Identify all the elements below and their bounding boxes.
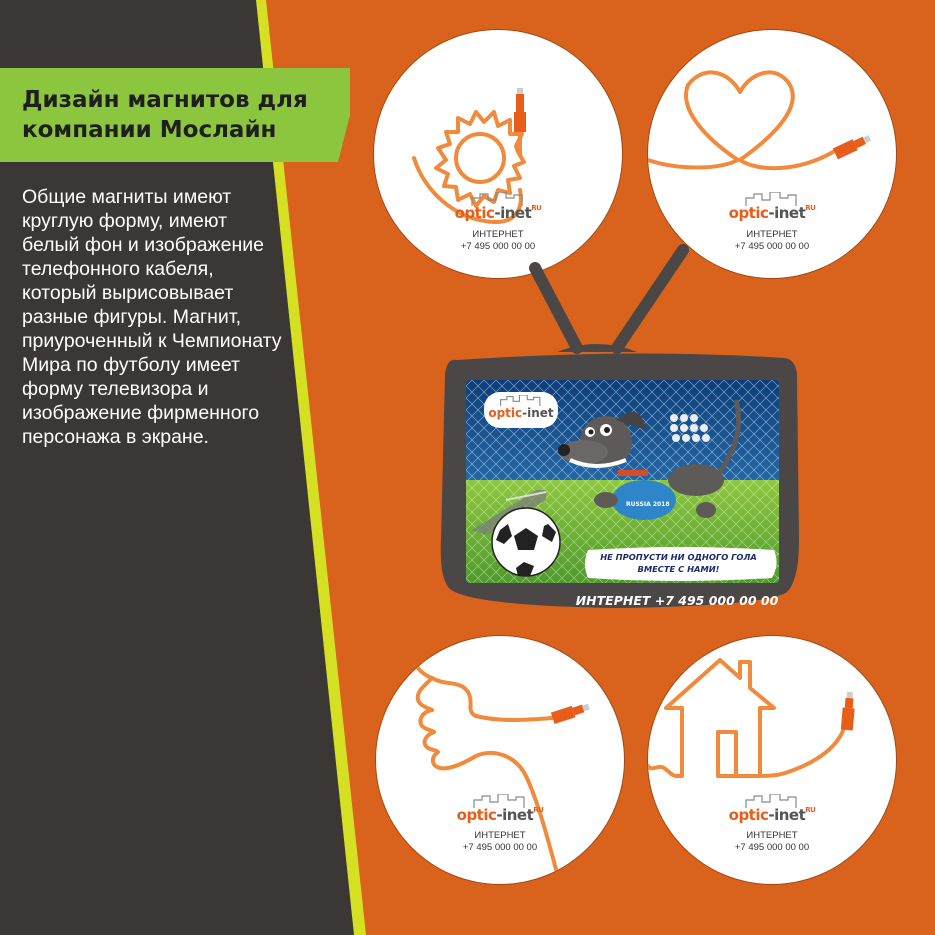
brand-name: optic-inetRU (456, 806, 544, 824)
brand-logo: optic-inetRU (376, 794, 624, 825)
description-line: который вырисовывает (22, 282, 234, 304)
shirt-text: RUSSIA 2018 (626, 501, 670, 508)
bubble-line-2: ВМЕСТЕ С НАМИ! (637, 564, 720, 574)
tv-brand-logo: optic-inet (484, 392, 558, 428)
magnet-thumbs-up: optic-inetRU ИНТЕРНЕТ +7 495 000 00 00 (376, 636, 624, 884)
title-line-1: Дизайн магнитов для (22, 87, 308, 113)
description-line: Мира по футболу имеет (22, 354, 240, 376)
heart-cable-icon (648, 70, 872, 171)
building-icon (500, 395, 541, 406)
magnet-caption: ИНТЕРНЕТ +7 495 000 00 00 (376, 830, 624, 854)
description-line: персонажа в экране. (22, 426, 209, 448)
building-icon (471, 192, 523, 206)
building-icon (473, 794, 525, 808)
description-line: приуроченный к Чемпионату (22, 330, 282, 352)
magnet-sun: optic-inetRU ИНТЕРНЕТ +7 495 000 00 00 (374, 30, 622, 278)
brand-name: optic-inetRU (728, 806, 816, 824)
title-line-2: компании Мослайн (22, 117, 277, 143)
brand-logo: optic-inetRU (648, 192, 896, 223)
magnet-caption: ИНТЕРНЕТ +7 495 000 00 00 (648, 229, 896, 253)
speech-bubble (585, 547, 777, 581)
brand-logo: optic-inetRU (374, 192, 622, 223)
caption-phone: +7 495 000 00 00 (460, 241, 536, 252)
caption-line-1: ИНТЕРНЕТ (746, 229, 798, 240)
magnet-caption: ИНТЕРНЕТ +7 495 000 00 00 (648, 830, 896, 854)
magnet-house: optic-inetRU ИНТЕРНЕТ +7 495 000 00 00 (648, 636, 896, 884)
brand-name: optic-inet (488, 406, 554, 420)
bubble-line-1: НЕ ПРОПУСТИ НИ ОДНОГО ГОЛА (600, 552, 757, 562)
description: Общие магниты имеют круглую форму, имеют… (22, 185, 322, 449)
soccer-ball-icon (491, 507, 561, 577)
description-line: изображение фирменного (22, 402, 260, 424)
brand-name: optic-inetRU (454, 204, 542, 222)
caption-line-1: ИНТЕРНЕТ (474, 830, 526, 841)
building-icon (745, 192, 797, 206)
brand-logo: optic-inetRU (648, 794, 896, 825)
tv-phone-text: ИНТЕРНЕТ +7 495 000 00 00 (575, 593, 779, 608)
magnet-heart: optic-inetRU ИНТЕРНЕТ +7 495 000 00 00 (648, 30, 896, 278)
building-icon (745, 794, 797, 808)
description-line: разные фигуры. Магнит, (22, 306, 242, 328)
sun-cable-icon (412, 88, 526, 225)
caption-line-1: ИНТЕРНЕТ (746, 830, 798, 841)
caption-phone: +7 495 000 00 00 (462, 842, 538, 853)
page-title: Дизайн магнитов для компании Мослайн (22, 85, 342, 145)
description-line: белый фон и изображение (22, 234, 264, 256)
magnet-caption: ИНТЕРНЕТ +7 495 000 00 00 (374, 229, 622, 253)
thumbs-up-cable-icon (408, 636, 590, 884)
description-line: круглую форму, имеют (22, 210, 228, 232)
house-cable-icon (648, 658, 855, 778)
brand-name: optic-inetRU (728, 204, 816, 222)
description-line: Общие магниты имеют (22, 186, 232, 208)
description-line: телефонного кабеля, (22, 258, 214, 280)
description-line: форму телевизора и (22, 378, 209, 400)
tv-antenna-icon (529, 244, 689, 354)
caption-phone: +7 495 000 00 00 (734, 241, 810, 252)
caption-phone: +7 495 000 00 00 (734, 842, 810, 853)
dog-mascot-illustration: RUSSIA 2018 (558, 399, 741, 520)
caption-line-1: ИНТЕРНЕТ (472, 229, 524, 240)
bubble-text: НЕ ПРОПУСТИ НИ ОДНОГО ГОЛА ВМЕСТЕ С НАМИ… (586, 551, 771, 575)
title-banner (0, 68, 350, 162)
